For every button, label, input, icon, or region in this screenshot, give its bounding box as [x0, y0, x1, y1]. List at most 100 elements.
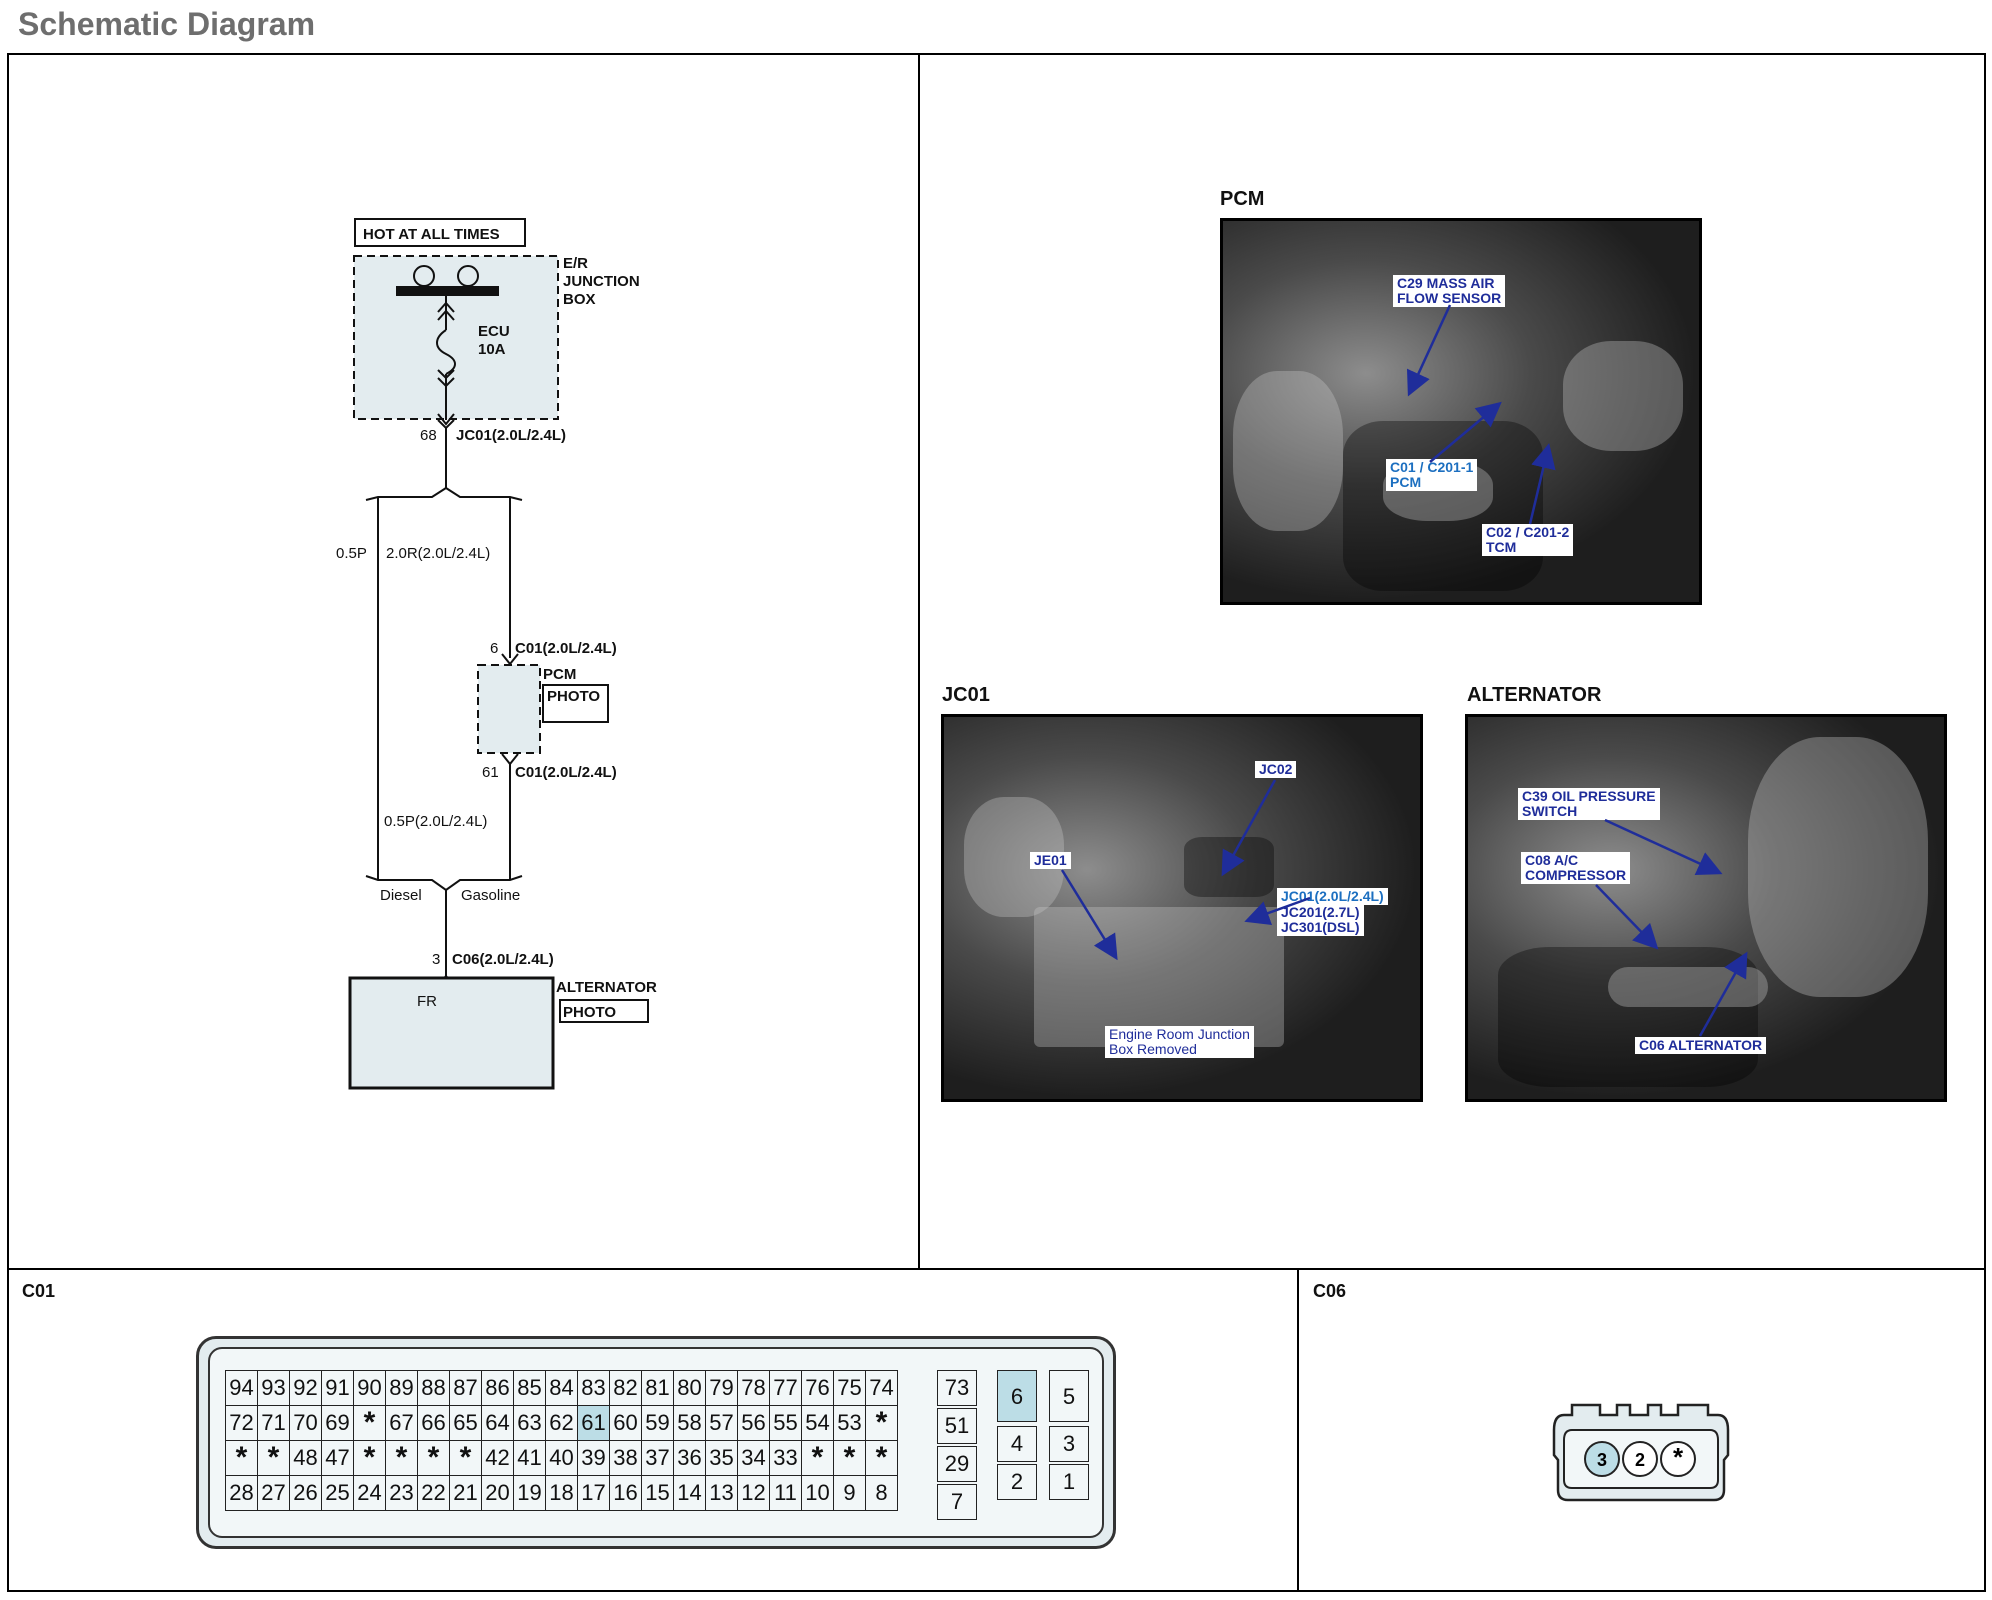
junction-box-label-3: BOX [563, 291, 596, 308]
c01-pin-cell: 11 [769, 1475, 802, 1511]
c01-pin-cell: 70 [289, 1405, 322, 1441]
c01-pin-cell: 38 [609, 1440, 642, 1476]
c01-pin-cell: 13 [705, 1475, 738, 1511]
c01-pin-cell: 9 [833, 1475, 866, 1511]
jc01-callout-jc01: JC01(2.0L/2.4L) [1277, 888, 1388, 905]
wire-right-label: 2.0R(2.0L/2.4L) [386, 545, 490, 562]
c01-pin-cell: * [865, 1405, 898, 1441]
c01-pin-cell: 22 [417, 1475, 450, 1511]
c01-pin-cell: * [353, 1440, 386, 1476]
c01-pin-cell: * [865, 1440, 898, 1476]
c01-side-pin: 29 [937, 1446, 977, 1482]
c01-pin-cell: 20 [481, 1475, 514, 1511]
c01-pin-cell: * [833, 1440, 866, 1476]
alt-callout-c39: C39 OIL PRESSURE SWITCH [1518, 788, 1660, 820]
c01-pin-cell: 66 [417, 1405, 450, 1441]
c01-pin-cell: 19 [513, 1475, 546, 1511]
c01-pin-cell: 25 [321, 1475, 354, 1511]
c01-pin-cell: 23 [385, 1475, 418, 1511]
c06-pin-circle [1584, 1441, 1620, 1477]
c01-pin-cell: * [353, 1405, 386, 1441]
alternator-conn: C06(2.0L/2.4L) [452, 951, 554, 968]
c01-pin-cell: 60 [609, 1405, 642, 1441]
c01-pin-cell: 16 [609, 1475, 642, 1511]
c01-pin-cell: 35 [705, 1440, 738, 1476]
alternator-pin: 3 [432, 951, 440, 968]
c01-pin-cell: 26 [289, 1475, 322, 1511]
c01-pin-cell: 77 [769, 1370, 802, 1406]
c06-pin-label: * [1673, 1442, 1684, 1472]
c01-pin-cell: 84 [545, 1370, 578, 1406]
pcm-callout-maf: C29 MASS AIR FLOW SENSOR [1393, 275, 1506, 307]
alternator-photo-link[interactable]: PHOTO [563, 1004, 616, 1021]
c01-side-pin: 7 [937, 1484, 977, 1520]
pcm-photo [1220, 218, 1702, 605]
fuse-label-1: ECU [478, 323, 510, 340]
c01-pin-cell: 88 [417, 1370, 450, 1406]
c01-pin-cell: 21 [449, 1475, 482, 1511]
jc01-callout-je01: JE01 [1030, 852, 1071, 869]
wire-bottom-label: 0.5P(2.0L/2.4L) [384, 813, 487, 830]
pcm-photo-link[interactable]: PHOTO [547, 688, 600, 705]
c01-pin-cell: 74 [865, 1370, 898, 1406]
c01-right-pin: 1 [1049, 1464, 1089, 1500]
c01-pin-cell: 15 [641, 1475, 674, 1511]
c01-pin-cell: 71 [257, 1405, 290, 1441]
junction-box [353, 255, 559, 420]
c01-right-pin: 6 [997, 1370, 1037, 1422]
page-title: Schematic Diagram [18, 6, 316, 42]
pcm-conn-bottom: C01(2.0L/2.4L) [515, 764, 617, 781]
junction-box-label-2: JUNCTION [563, 273, 640, 290]
pcm-pin-top: 6 [490, 640, 498, 657]
schematic-diagram: HOT AT ALL TIMES E/R JUNCTION BOX ECU 10… [336, 218, 657, 1090]
c01-title: C01 [22, 1281, 56, 1301]
jc01-photo-title: JC01 [942, 684, 990, 706]
c01-pin-cell: 24 [353, 1475, 386, 1511]
c01-side-pin: 51 [937, 1408, 977, 1444]
c01-pin-cell: 83 [577, 1370, 610, 1406]
c01-pin-cell: 86 [481, 1370, 514, 1406]
c01-pin-cell: * [449, 1440, 482, 1476]
c01-pin-cell: 63 [513, 1405, 546, 1441]
c01-pin-cell: 72 [225, 1405, 258, 1441]
c06-connector: 3 2 * [1552, 1403, 1730, 1502]
c01-pin-cell: 85 [513, 1370, 546, 1406]
c06-pin-label: 2 [1635, 1450, 1645, 1470]
c01-pin-cell: 62 [545, 1405, 578, 1441]
pcm-photo-title: PCM [1220, 188, 1265, 210]
c01-pin-cell: 75 [833, 1370, 866, 1406]
c01-pin-cell: 81 [641, 1370, 674, 1406]
c01-pin-cell: 58 [673, 1405, 706, 1441]
c01-right-pin: 3 [1049, 1426, 1089, 1462]
c01-pin-cell: * [225, 1440, 258, 1476]
c01-pin-cell: 18 [545, 1475, 578, 1511]
c01-pin-cell: 64 [481, 1405, 514, 1441]
alternator-label: ALTERNATOR [556, 979, 657, 996]
c01-pin-cell: 10 [801, 1475, 834, 1511]
c01-pin-cell: 57 [705, 1405, 738, 1441]
c01-right-pin: 4 [997, 1426, 1037, 1462]
c01-pin-cell: 8 [865, 1475, 898, 1511]
alternator-box [348, 976, 555, 1090]
c01-pin-cell: * [257, 1440, 290, 1476]
jc01-callout-jc02: JC02 [1255, 761, 1297, 778]
c01-pin-cell: 54 [801, 1405, 834, 1441]
c01-pin-cell: 27 [257, 1475, 290, 1511]
c01-right-pin: 5 [1049, 1370, 1089, 1422]
c01-pin-cell: * [385, 1440, 418, 1476]
jc01-callout-removed: Engine Room Junction Box Removed [1105, 1026, 1254, 1058]
alt-callout-c06: C06 ALTERNATOR [1635, 1037, 1767, 1054]
jc01-label: JC01(2.0L/2.4L) [456, 427, 566, 444]
c01-pin-cell: 48 [289, 1440, 322, 1476]
c06-pin-label: 3 [1597, 1450, 1607, 1470]
c01-pin-cell: 39 [577, 1440, 610, 1476]
c01-pin-cell: 33 [769, 1440, 802, 1476]
c01-pin-cell: 12 [737, 1475, 770, 1511]
c01-pin-cell: 94 [225, 1370, 258, 1406]
pcm-callout-c02: C02 / C201-2 TCM [1482, 524, 1574, 556]
